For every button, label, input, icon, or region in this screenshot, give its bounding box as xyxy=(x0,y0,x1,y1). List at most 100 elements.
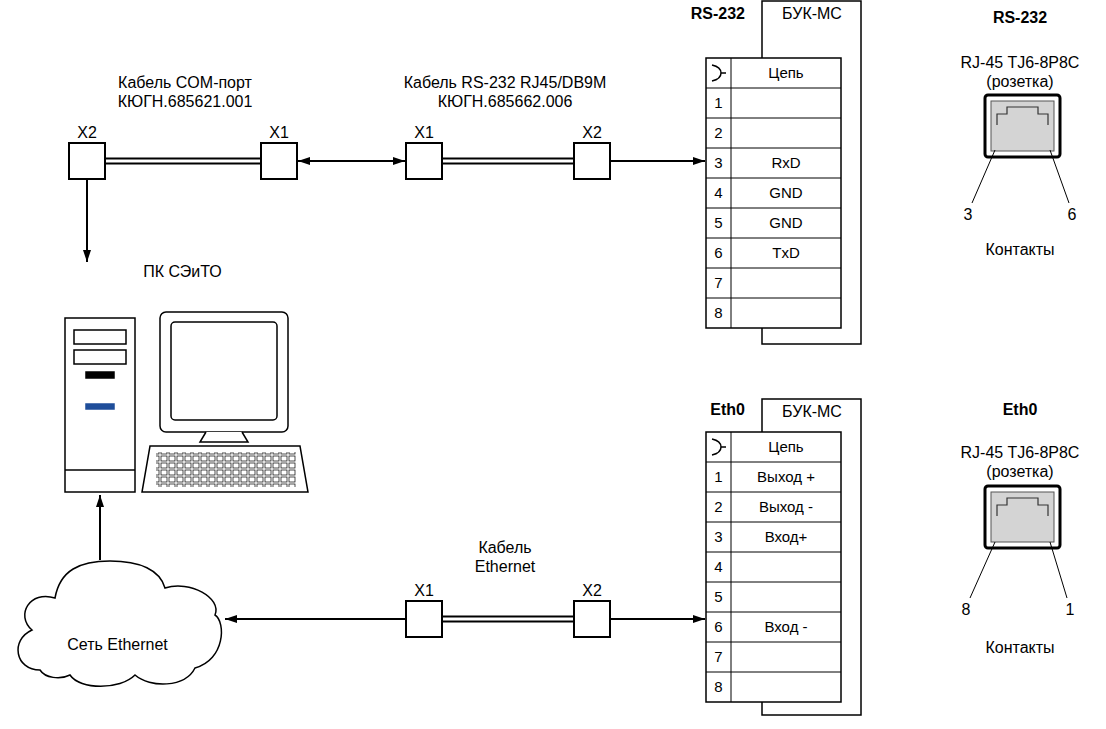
arrow-connector xyxy=(100,495,101,560)
drive-bay xyxy=(74,350,126,364)
system-unit xyxy=(65,318,135,492)
signal-name: TxD xyxy=(772,244,800,262)
connector-label: X2 xyxy=(582,123,602,142)
contact-number: 3 xyxy=(964,205,973,224)
connector-box: X2 xyxy=(573,142,611,180)
connector-label: X1 xyxy=(269,123,289,142)
connector-label: X1 xyxy=(414,581,434,600)
cable-name: Кабель COM-порт КЮГН.685621.001 xyxy=(100,73,270,111)
front-stripe xyxy=(86,404,114,409)
pin-number: 3 xyxy=(714,154,722,172)
arrow-connector xyxy=(611,161,705,162)
cable-line xyxy=(443,619,573,620)
cable-line xyxy=(106,161,260,162)
pin-number: 2 xyxy=(714,124,722,142)
computer-label: ПК СЭиТО xyxy=(143,262,222,281)
contacts-caption: Контакты xyxy=(985,638,1054,657)
table-header: Цепь xyxy=(768,64,803,82)
table-header: Цепь xyxy=(768,438,803,456)
signal-name: GND xyxy=(769,184,802,202)
unit-pinout-box: RS-232БУК-МС xyxy=(705,0,862,345)
table-outline xyxy=(705,0,862,345)
pin-number: 4 xyxy=(714,184,722,202)
connector-box: X1 xyxy=(405,142,443,180)
pin-number: 7 xyxy=(714,274,722,292)
unit-name: БУК-МС xyxy=(782,4,842,23)
network-label: Сеть Ethernet xyxy=(67,635,168,654)
pin-number: 6 xyxy=(714,244,722,262)
contact-number: 6 xyxy=(1068,205,1077,224)
drive-bay xyxy=(74,330,126,344)
connector-label: X2 xyxy=(582,581,602,600)
pin-number: 8 xyxy=(714,678,722,696)
pin-number: 5 xyxy=(714,214,722,232)
arrow-line xyxy=(99,495,101,560)
rj45-socket xyxy=(985,95,1060,157)
connector-label: X2 xyxy=(77,123,97,142)
base-line xyxy=(65,469,135,471)
keyboard xyxy=(142,446,308,492)
floppy-slot xyxy=(86,372,114,378)
leader-line xyxy=(972,150,995,203)
cable-inner xyxy=(106,160,260,163)
connector-box: X1 xyxy=(260,142,298,180)
arrow-connector xyxy=(298,161,405,162)
rj45-socket xyxy=(985,486,1060,548)
arrow-line xyxy=(611,160,705,162)
leader-line xyxy=(1050,542,1067,598)
cable-line xyxy=(443,161,573,162)
signal-name: Выход + xyxy=(757,468,815,486)
connector-box: X2 xyxy=(573,600,611,638)
arrow-line xyxy=(225,618,405,620)
port-heading: RS-232 xyxy=(993,8,1047,27)
cloud-outline xyxy=(10,560,225,690)
port-heading: Eth0 xyxy=(710,400,745,419)
signal-name: RxD xyxy=(771,154,800,172)
socket-type: RJ-45 TJ6-8P8C (розетка) xyxy=(945,53,1095,91)
contact-number: 1 xyxy=(1066,600,1075,619)
monitor-screen xyxy=(171,322,277,420)
arrow-line xyxy=(298,160,405,162)
arrow-connector xyxy=(87,180,88,262)
pin-number: 1 xyxy=(714,94,722,112)
cable-inner xyxy=(443,618,573,621)
leader-line xyxy=(970,542,995,598)
signal-name: Вход - xyxy=(764,618,807,636)
network-cloud: Сеть Ethernet xyxy=(10,560,225,690)
port-heading: RS-232 xyxy=(691,4,745,23)
contacts-caption: Контакты xyxy=(985,240,1054,259)
socket-type: RJ-45 TJ6-8P8C (розетка) xyxy=(945,443,1095,481)
cable-name: Кабель RS-232 RJ45/DB9M КЮГН.685662.006 xyxy=(390,73,620,111)
signal-name: Выход - xyxy=(759,498,813,516)
pin-number: 6 xyxy=(714,618,722,636)
arrow-line xyxy=(86,180,88,262)
signal-name: GND xyxy=(769,214,802,232)
contact-number: 8 xyxy=(962,600,971,619)
arrow-line xyxy=(611,618,705,620)
pin-number: 3 xyxy=(714,528,722,546)
keyboard-keys xyxy=(156,452,296,487)
connector-label: X1 xyxy=(414,123,434,142)
cable-outer xyxy=(443,616,573,623)
unit-name: БУК-МС xyxy=(782,402,842,421)
computer-node: ПК СЭиТО xyxy=(55,262,310,495)
pin-number: 7 xyxy=(714,648,722,666)
pin-number: 8 xyxy=(714,304,722,322)
connector-box: X1 xyxy=(405,600,443,638)
cable-outer xyxy=(106,158,260,165)
cable-outer xyxy=(443,158,573,165)
cable-inner xyxy=(443,160,573,163)
pin-number: 2 xyxy=(714,498,722,516)
cable-name: Кабель Ethernet xyxy=(465,538,545,576)
computer-illustration xyxy=(65,312,308,492)
monitor-body xyxy=(160,312,288,432)
monitor-stand xyxy=(200,432,248,442)
leader-line xyxy=(1050,150,1069,203)
pin-number: 1 xyxy=(714,468,722,486)
signal-name: Вход+ xyxy=(765,528,808,546)
arrow-connector xyxy=(611,619,705,620)
port-heading: Eth0 xyxy=(1003,400,1038,419)
pin-number: 5 xyxy=(714,588,722,606)
connector-box: X2 xyxy=(68,142,106,180)
arrow-connector xyxy=(225,619,405,620)
